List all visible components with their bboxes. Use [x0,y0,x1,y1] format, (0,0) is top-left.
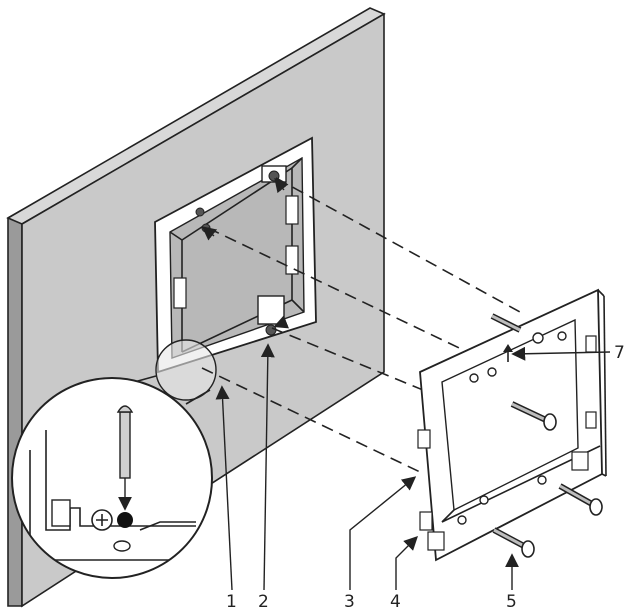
screw-bottom [492,527,535,558]
magnifier-source [155,339,217,401]
callout-3: 3 [344,592,355,612]
callout-5: 5 [506,592,517,612]
detail-screw [119,411,131,479]
detail-magnifier [11,339,217,579]
mounting-screws [490,313,603,558]
callout-2: 2 [258,592,269,612]
wall-bracket [154,136,317,374]
screw-top [490,313,522,333]
callout-7: 7 [614,343,625,363]
screw-right [558,483,603,516]
detail-hole [117,512,133,528]
screw-middle [510,401,557,431]
callout-1: 1 [226,592,237,612]
wall-side-edge [7,208,23,607]
magnifier-lens [11,377,213,579]
wall-plate [417,288,607,562]
bracket-bottom-tab [257,295,285,325]
plate-up-arrow [503,344,513,362]
callout-4: 4 [390,592,401,612]
callout-leaders [215,343,611,591]
plate-opening [441,318,579,512]
